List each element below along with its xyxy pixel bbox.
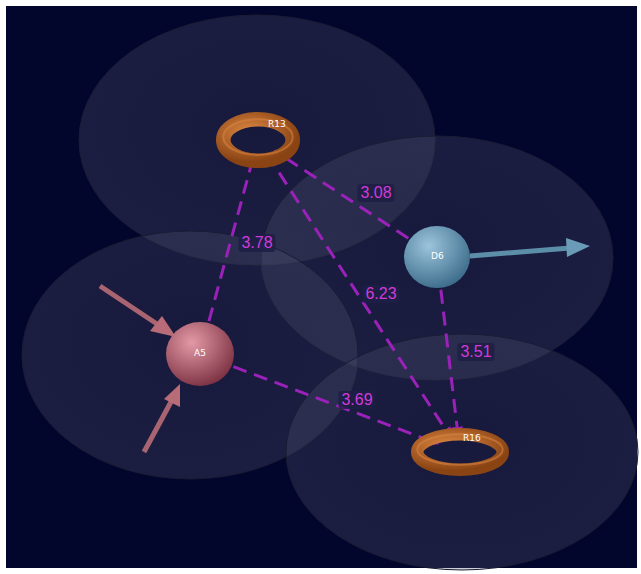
feature-label: D6: [431, 252, 444, 261]
distance-label: 3.69: [338, 391, 375, 409]
sphere-shape: [404, 226, 470, 288]
vector-arrow: [100, 238, 590, 452]
vector-arrow: [100, 286, 160, 326]
vector-arrow: [144, 400, 172, 452]
sphere-shape: [166, 322, 234, 386]
distance-line: [267, 154, 452, 439]
distance-label: 3.08: [357, 184, 394, 202]
feature-sphere: A5: [164, 320, 236, 388]
vector-arrow: [566, 238, 590, 257]
ring-shape: [223, 119, 292, 160]
aromatic-ring: R13: [216, 112, 300, 168]
feature-label: R13: [268, 120, 286, 129]
vector-arrow: [470, 248, 570, 256]
ring-shape: [417, 434, 503, 470]
tolerance-sphere: [286, 334, 638, 570]
feature-label: A5: [194, 349, 206, 358]
distance-line: [441, 290, 459, 439]
ring-highlight: [417, 434, 503, 465]
distance-label: 3.51: [457, 343, 494, 361]
ring-shape: [216, 112, 300, 168]
aromatic-ring: R16: [411, 428, 509, 476]
vector-arrow: [164, 384, 180, 407]
distance-label: 6.23: [362, 285, 399, 303]
feature-sphere: D6: [402, 224, 472, 290]
vector-arrow: [150, 316, 176, 337]
ring-shape: [411, 428, 509, 476]
tolerance-sphere: [22, 15, 638, 570]
distance-line: [233, 367, 438, 444]
ring-highlight: [223, 119, 292, 155]
feature-label: R16: [463, 434, 481, 443]
distance-label: 3.78: [238, 234, 275, 252]
